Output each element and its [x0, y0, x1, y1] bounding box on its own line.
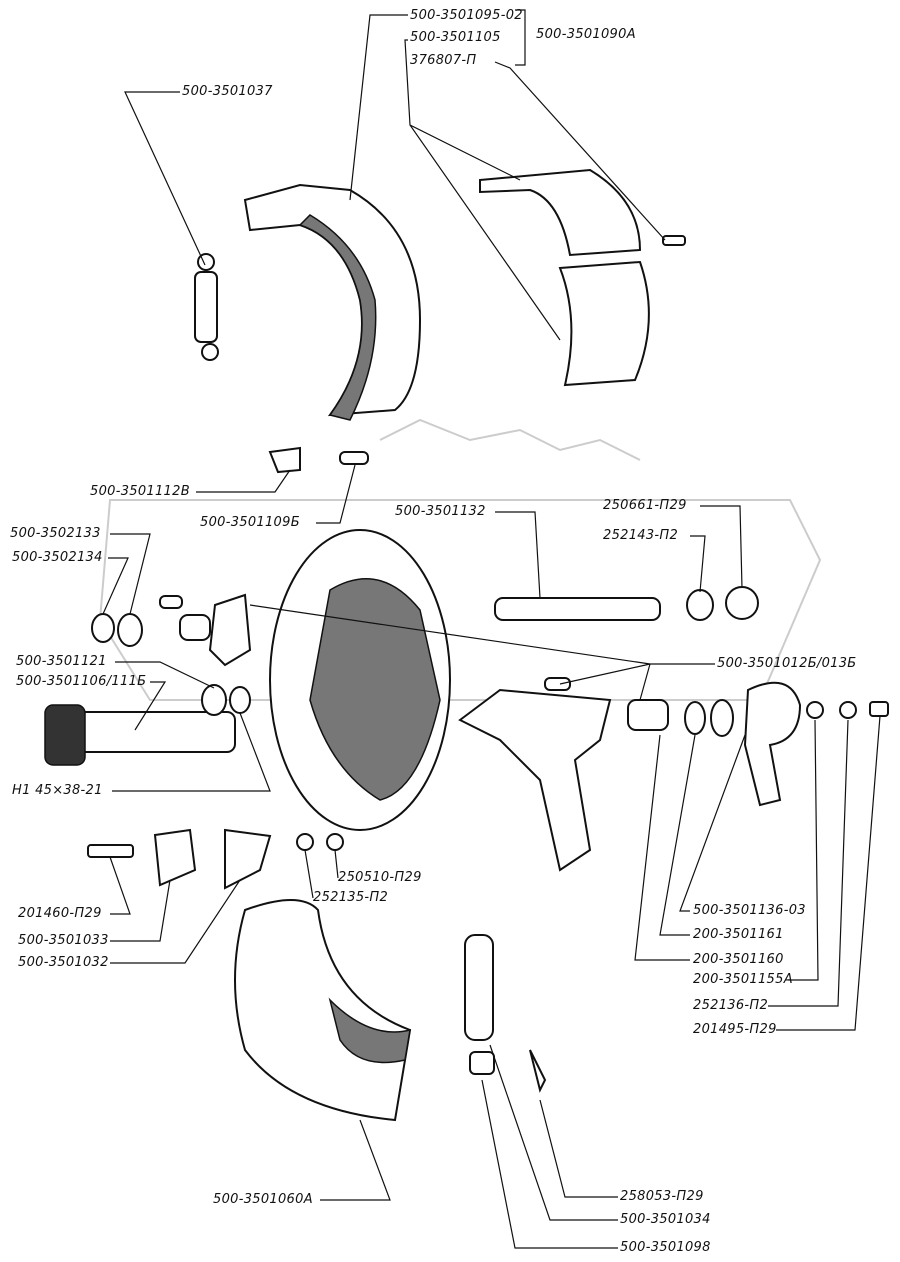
label-200-3501160: 200-3501160 — [693, 952, 784, 967]
label-252143-p2: 252143-П2 — [603, 528, 679, 543]
label-500-3501136-03: 500-3501136-03 — [693, 903, 806, 918]
label-500-3501095-02: 500-3501095-02 — [410, 8, 523, 23]
expander-shaft — [494, 586, 759, 621]
label-500-3501105: 500-3501105 — [410, 30, 501, 45]
label-250510-p29: 250510-П29 — [338, 870, 422, 885]
label-376807-p: 376807-П — [410, 53, 477, 68]
label-500-3501112v: 500-3501112В — [90, 484, 190, 499]
label-500-3502134: 500-3502134 — [12, 550, 103, 565]
watermark-logo — [98, 418, 822, 701]
upper-brake-shoe — [243, 183, 422, 421]
label-201495-p29: 201495-П29 — [693, 1022, 777, 1037]
label-500-3501098: 500-3501098 — [620, 1240, 711, 1255]
label-200-3501155a: 200-3501155А — [693, 972, 793, 987]
label-258053-p29: 258053-П29 — [620, 1189, 704, 1204]
label-500-3501037: 500-3501037 — [182, 84, 273, 99]
cotter-pin — [529, 1049, 547, 1093]
brake-backing-plate — [269, 529, 451, 831]
label-250661-p29: 250661-П29 — [603, 498, 687, 513]
flange — [208, 593, 252, 667]
label-201460-p29: 201460-П29 — [18, 906, 102, 921]
label-500-3501032: 500-3501032 — [18, 955, 109, 970]
label-500-3502133: 500-3502133 — [10, 526, 101, 541]
label-500-3501012b-013b: 500-3501012Б/013Б — [717, 656, 857, 671]
label-500-3501034: 500-3501034 — [620, 1212, 711, 1227]
spring-lower — [464, 934, 494, 1041]
rivet — [662, 235, 686, 246]
label-200-3501161: 200-3501161 — [693, 927, 784, 942]
label-500-3501033: 500-3501033 — [18, 933, 109, 948]
leader-lines — [102, 9, 881, 1249]
bolt — [87, 844, 134, 858]
plate-2 — [224, 828, 272, 890]
label-500-3501121: 500-3501121 — [16, 654, 107, 669]
label-500-3501106-111b: 500-3501106/111Б — [16, 674, 147, 689]
label-500-3501060a: 500-3501060А — [213, 1192, 313, 1207]
label-252135-p2: 252135-П2 — [313, 890, 389, 905]
label-252136-p2: 252136-П2 — [693, 998, 769, 1013]
clip — [268, 446, 301, 474]
label-500-3501090a: 500-3501090А — [536, 27, 636, 42]
slack-adjuster — [743, 681, 802, 807]
lower-brake-shoe — [234, 899, 412, 1122]
bracket — [458, 688, 612, 872]
label-500-3501132: 500-3501132 — [395, 504, 486, 519]
label-n1-45x38-21: Н1 45×38-21 — [12, 783, 103, 798]
plate-1 — [153, 828, 197, 887]
pin — [339, 451, 369, 465]
brake-lining-upper — [479, 168, 650, 387]
spring-upper — [194, 253, 219, 361]
label-500-3501109b: 500-3501109Б — [200, 515, 300, 530]
